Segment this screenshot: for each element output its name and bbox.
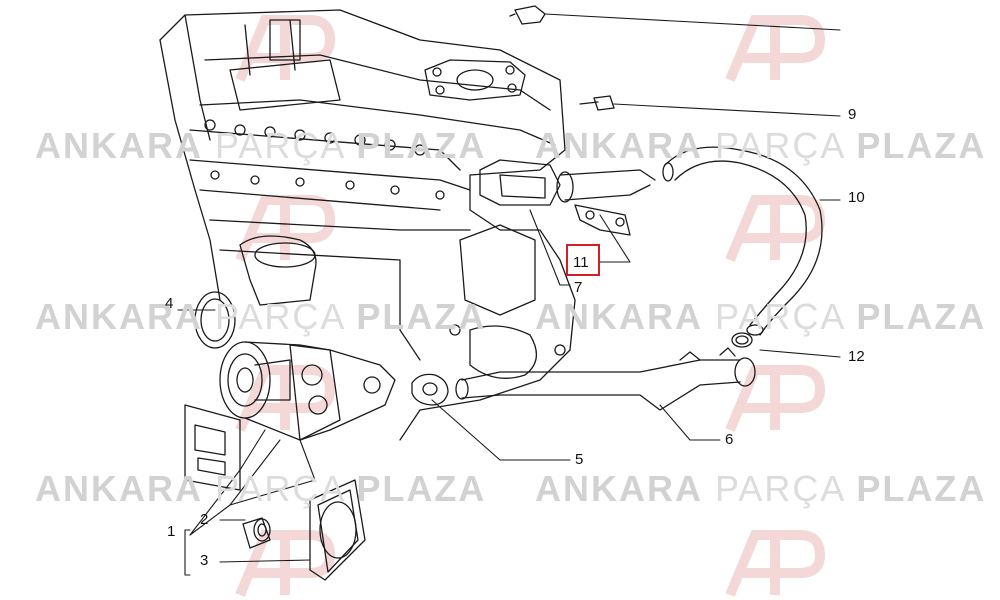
part-2-bushing — [242, 517, 271, 549]
watermark-word-1: ANKARA — [35, 468, 203, 509]
watermark-word-3: PLAZA — [356, 125, 487, 166]
watermark-word-2: PARÇA — [215, 296, 345, 337]
watermark-row-2b: ANKARA PARÇA PLAZA — [535, 296, 986, 338]
logo-watermarks — [235, 15, 826, 597]
callout-11-highlight-box — [566, 244, 600, 276]
watermark-word-1: ANKARA — [535, 125, 703, 166]
callout-5: 5 — [575, 451, 584, 468]
leader-lines — [177, 13, 841, 576]
callout-6: 6 — [725, 431, 734, 448]
part-4-gasket — [194, 291, 236, 349]
watermark-word-2: PARÇA — [715, 468, 845, 509]
watermark-row-1b: ANKARA PARÇA PLAZA — [535, 125, 986, 167]
water-pump — [219, 341, 396, 441]
watermark-word-1: ANKARA — [535, 296, 703, 337]
watermark-word-3: PLAZA — [856, 468, 987, 509]
watermark-row-3b: ANKARA PARÇA PLAZA — [535, 468, 986, 510]
watermark-row-1a: ANKARA PARÇA PLAZA — [35, 125, 486, 167]
callout-7: 7 — [574, 279, 583, 296]
watermark-word-1: ANKARA — [535, 468, 703, 509]
callout-12: 12 — [848, 348, 865, 365]
callout-2: 2 — [200, 511, 209, 528]
watermark-word-3: PLAZA — [856, 125, 987, 166]
watermark-word-3: PLAZA — [356, 296, 487, 337]
watermark-word-1: ANKARA — [35, 296, 203, 337]
watermark-word-2: PARÇA — [215, 468, 345, 509]
watermark-word-2: PARÇA — [715, 296, 845, 337]
part-3-gasket — [309, 479, 366, 581]
callout-4: 4 — [165, 295, 174, 312]
callout-11: 11 — [573, 254, 589, 271]
watermark-word-3: PLAZA — [856, 296, 987, 337]
part-8-sender — [509, 5, 546, 25]
part-12-clamp — [731, 332, 753, 348]
engine-block — [159, 9, 576, 441]
watermark-word-2: PARÇA — [715, 125, 845, 166]
watermark-word-1: ANKARA — [35, 125, 203, 166]
watermark-row-3a: ANKARA PARÇA PLAZA — [35, 468, 486, 510]
part-5-gasket — [411, 373, 449, 406]
part-10-hose — [662, 146, 823, 336]
callout-1: 1 — [167, 523, 176, 540]
callout-9: 9 — [848, 106, 857, 123]
callout-10: 10 — [848, 189, 865, 206]
watermark-word-3: PLAZA — [356, 468, 487, 509]
part-9-sensor — [579, 95, 615, 111]
watermark-word-2: PARÇA — [215, 125, 345, 166]
watermark-row-2a: ANKARA PARÇA PLAZA — [35, 296, 486, 338]
part-6-pipe — [455, 347, 756, 411]
callout-3: 3 — [200, 552, 209, 569]
part-11-fitting — [556, 169, 656, 236]
pump-gasket — [184, 404, 241, 491]
